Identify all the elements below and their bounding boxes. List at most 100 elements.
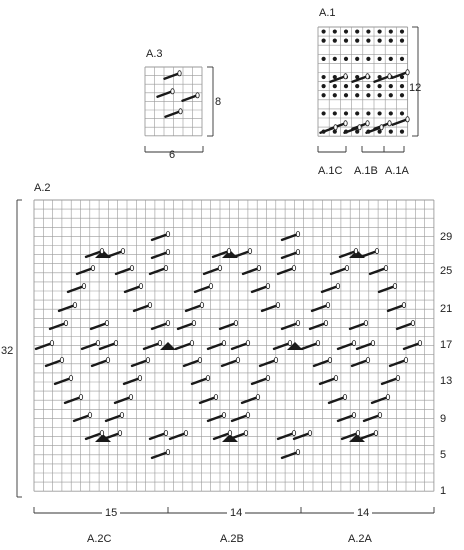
cable-end-icon [245,340,251,347]
cable-icon [386,303,406,313]
cable-end-icon [163,265,169,272]
cable-icon [174,341,194,351]
dot-icon [355,84,360,89]
a1a-label: A.1A [385,165,409,177]
a1-row-count: 12 [409,82,422,94]
cable-icon [102,431,122,441]
cable-end-icon [165,320,171,327]
a3-stitch-count: 6 [169,149,176,161]
cable-end-icon [205,375,211,382]
dot-icon [332,29,337,34]
dot-icon [321,29,326,34]
cable-end-icon [374,248,380,255]
dot-icon [377,74,382,80]
cable-icon [218,321,238,331]
cable-icon [351,75,369,83]
a2-row-count: 32 [1,345,14,357]
cable-end-icon [177,70,182,77]
a2-row-number: 1 [440,485,447,497]
dot-icon [355,56,360,61]
cable-icon [105,249,125,259]
dot-icon [332,129,337,134]
dot-icon [388,129,393,134]
cable-end-icon [49,340,55,347]
cable-icon [193,284,213,294]
cable-end-icon [178,108,183,115]
a3-title: A.3 [146,48,163,60]
dot-icon [377,129,382,134]
cable-end-icon [410,320,416,327]
cable-end-icon [235,357,241,364]
cable-end-icon [295,231,301,238]
cable-icon [123,284,143,294]
dot-icon [388,84,393,89]
cable-icon [63,395,83,405]
dot-icon [355,29,360,34]
dot-icon [377,29,382,34]
dot-icon [355,74,360,80]
cable-icon [388,358,408,368]
cable-icon [241,266,261,276]
cable-icon [395,321,415,331]
cable-icon [230,341,250,351]
dot-icon [343,29,349,34]
cable-icon [72,413,92,423]
cable-end-icon [221,412,227,419]
cable-end-icon [243,430,249,437]
cable-icon [148,431,168,441]
cable-icon [250,376,270,386]
dot-icon [355,93,360,98]
cable-icon [114,266,134,276]
cable-icon [181,94,199,102]
cable-icon [113,395,133,405]
cable-end-icon [138,283,144,290]
cable-end-icon [395,375,401,382]
dot-icon [399,129,405,134]
cable-icon [348,321,368,331]
a1c-label: A.1C [318,165,343,177]
dot-icon [399,38,405,43]
cable-end-icon [119,412,125,419]
dot-icon [332,84,337,89]
cable-end-icon [403,357,409,364]
cable-icon [164,110,182,118]
cable-icon [89,321,109,331]
dot-icon [321,74,326,80]
cable-end-icon [183,430,189,437]
triangle-icon [349,434,365,442]
cable-icon [44,358,64,368]
cable-icon [232,249,252,259]
cable-end-icon [78,394,84,401]
a1b-label: A.1B [354,165,378,177]
cable-icon [280,232,300,242]
cable-icon [391,118,409,126]
cable-icon [184,303,204,313]
dot-icon [399,74,405,80]
cable-icon [66,284,86,294]
cable-end-icon [145,357,151,364]
cable-end-icon [59,357,65,364]
dot-icon [343,38,349,43]
cable-end-icon [357,124,362,131]
cable-end-icon [363,320,369,327]
cable-end-icon [287,340,293,347]
cable-end-icon [333,124,338,131]
dot-icon [366,38,371,43]
cable-icon [142,341,162,351]
cable-end-icon [117,430,123,437]
dot-icon [355,129,360,134]
dot-icon [399,111,405,116]
cable-end-icon [95,340,101,347]
cable-end-icon [157,340,163,347]
cable-end-icon [199,302,205,309]
cable-end-icon [129,265,135,272]
cable-end-icon [81,283,87,290]
cable-icon [212,431,232,441]
cable-icon [308,321,328,331]
cable-end-icon [307,430,313,437]
cable-end-icon [255,394,261,401]
cable-icon [34,341,54,351]
cable-icon [48,321,68,331]
cable-end-icon [195,92,200,99]
